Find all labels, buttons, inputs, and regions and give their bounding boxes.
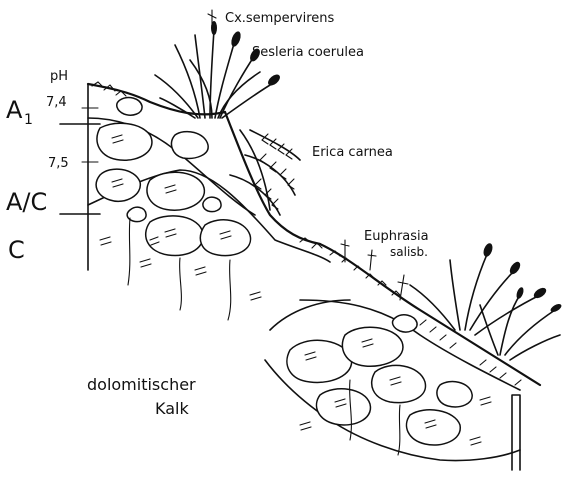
- label-rock-2: Kalk: [155, 399, 189, 418]
- stone: [437, 382, 472, 407]
- label-horizon-a-sub: 1: [24, 112, 33, 128]
- lower-stones: [287, 315, 472, 445]
- label-sesleria: Sesleria coerulea: [252, 45, 364, 60]
- stake: [512, 395, 520, 470]
- stone: [146, 216, 203, 256]
- stone: [117, 98, 142, 116]
- label-ph-75: 7,5: [48, 156, 69, 171]
- stone: [147, 172, 204, 210]
- stone: [172, 132, 209, 159]
- label-euphrasia: Euphrasia: [364, 229, 429, 244]
- surface-lower: [320, 244, 540, 385]
- label-euphrasia-sub: salisb.: [390, 245, 428, 259]
- label-erica: Erica carnea: [312, 145, 393, 160]
- stone: [406, 410, 460, 445]
- label-ph-74: 7,4: [46, 95, 67, 110]
- label-horizon-a: A: [6, 96, 23, 124]
- stone: [372, 365, 426, 402]
- stone: [342, 327, 403, 366]
- label-horizon-c: C: [8, 236, 25, 264]
- stone: [316, 389, 370, 425]
- stone: [203, 197, 221, 211]
- upper-grass-tuft: [155, 10, 282, 118]
- label-carex: Cx.sempervirens: [225, 11, 335, 26]
- stone: [97, 123, 152, 160]
- label-ph: pH: [50, 69, 68, 84]
- stone: [393, 315, 418, 332]
- label-rock-1: dolomitischer: [87, 375, 196, 394]
- label-horizon-ac: A/C: [6, 188, 47, 216]
